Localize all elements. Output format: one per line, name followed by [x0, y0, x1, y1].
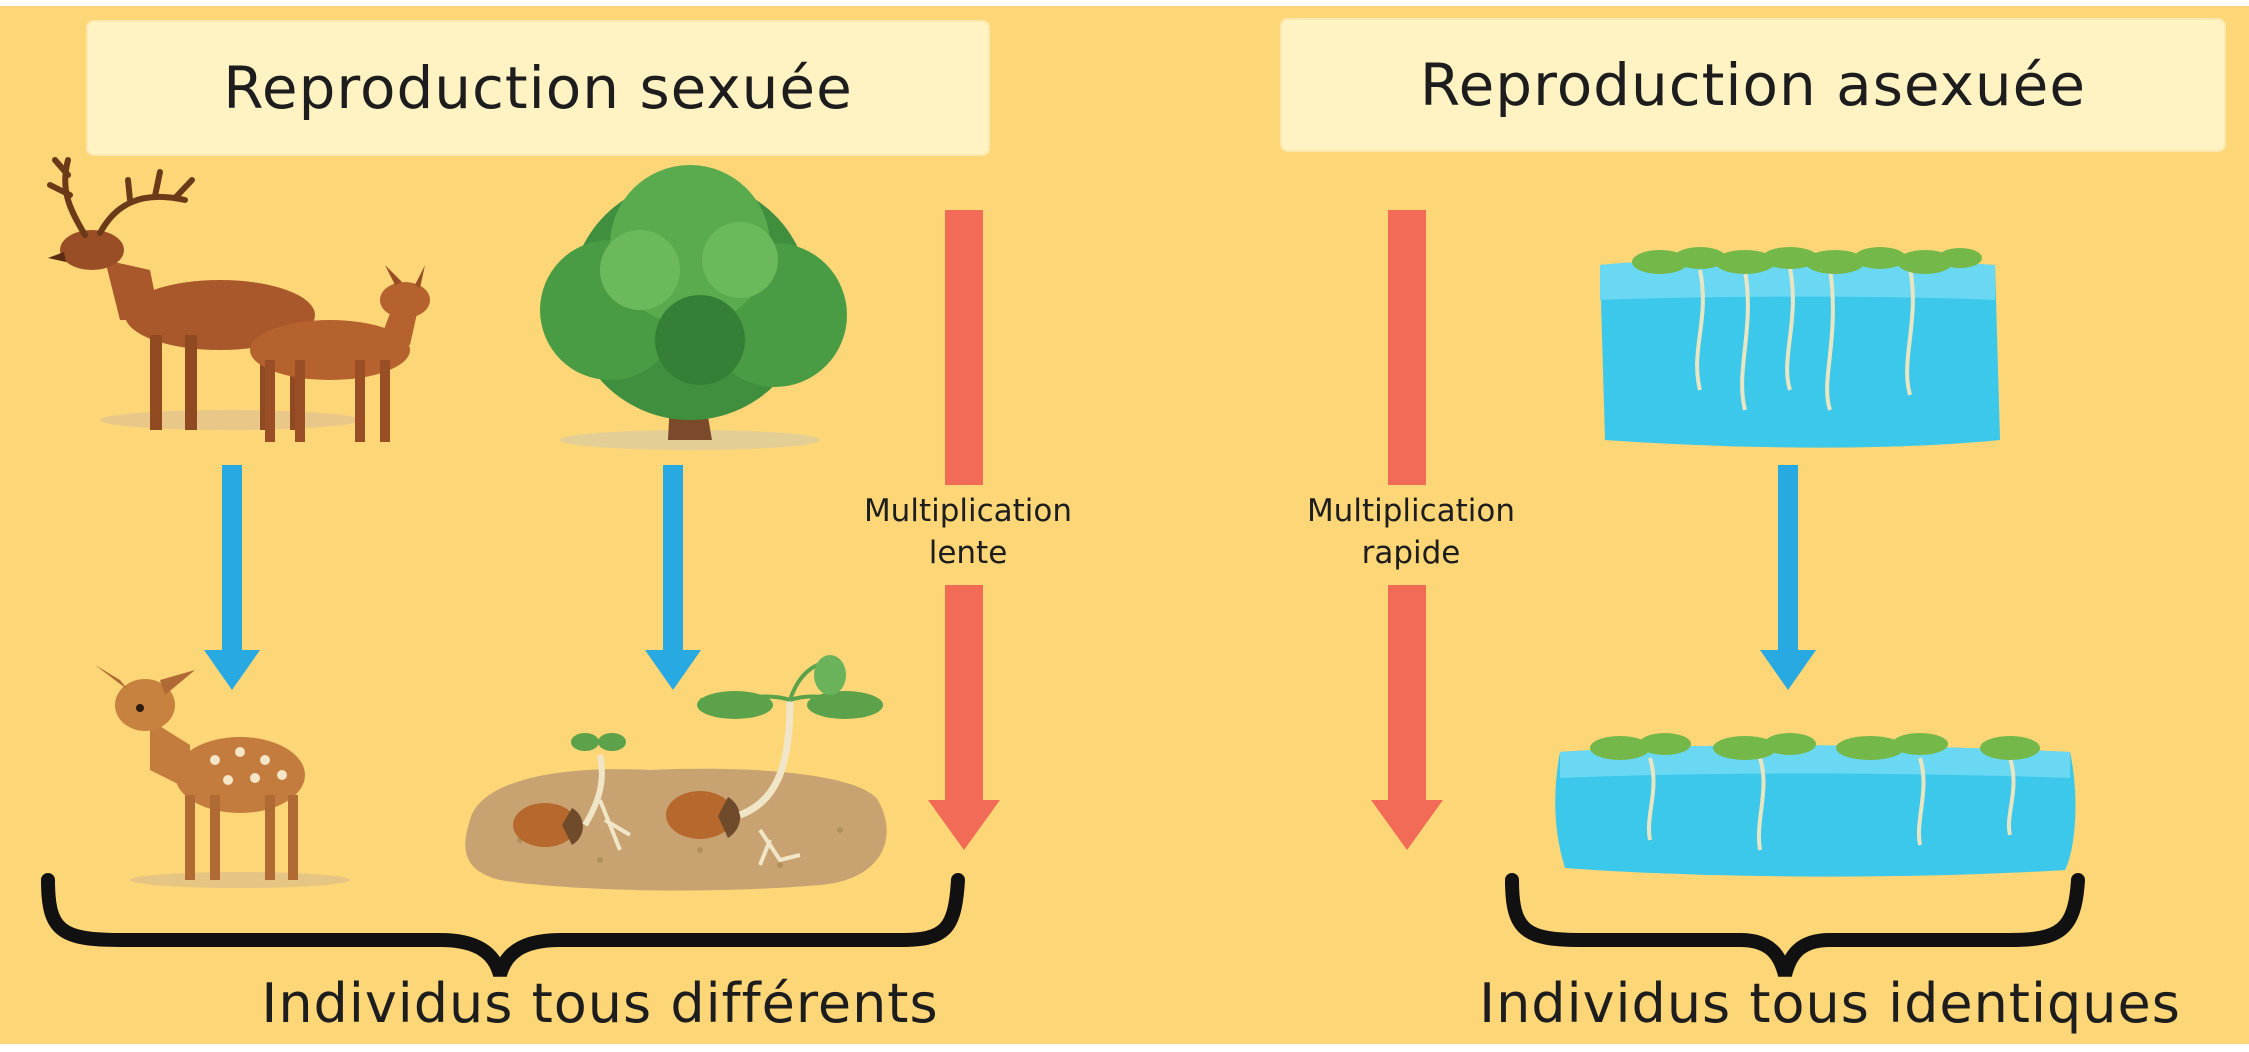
label-fast-line1: Multiplication — [1260, 490, 1562, 532]
title-box-asexual: Reproduction asexuée — [1282, 20, 2224, 150]
label-slow-multiplication: Multiplication lente — [816, 490, 1120, 574]
conclusion-sexual: Individus tous différents — [170, 972, 1030, 1035]
conclusion-asexual: Individus tous identiques — [1420, 972, 2240, 1035]
duckweed-pond-small-icon — [1555, 733, 2075, 877]
title-box-sexual: Reproduction sexuée — [88, 22, 988, 154]
label-fast-multiplication: Multiplication rapide — [1256, 490, 1566, 574]
label-fast-line2: rapide — [1260, 532, 1562, 574]
label-slow-line1: Multiplication — [820, 490, 1116, 532]
title-sexual-reproduction: Reproduction sexuée — [223, 54, 853, 122]
title-asexual-reproduction: Reproduction asexuée — [1420, 51, 2086, 119]
label-slow-line2: lente — [820, 532, 1116, 574]
duckweed-pond-icon — [1600, 247, 2000, 448]
